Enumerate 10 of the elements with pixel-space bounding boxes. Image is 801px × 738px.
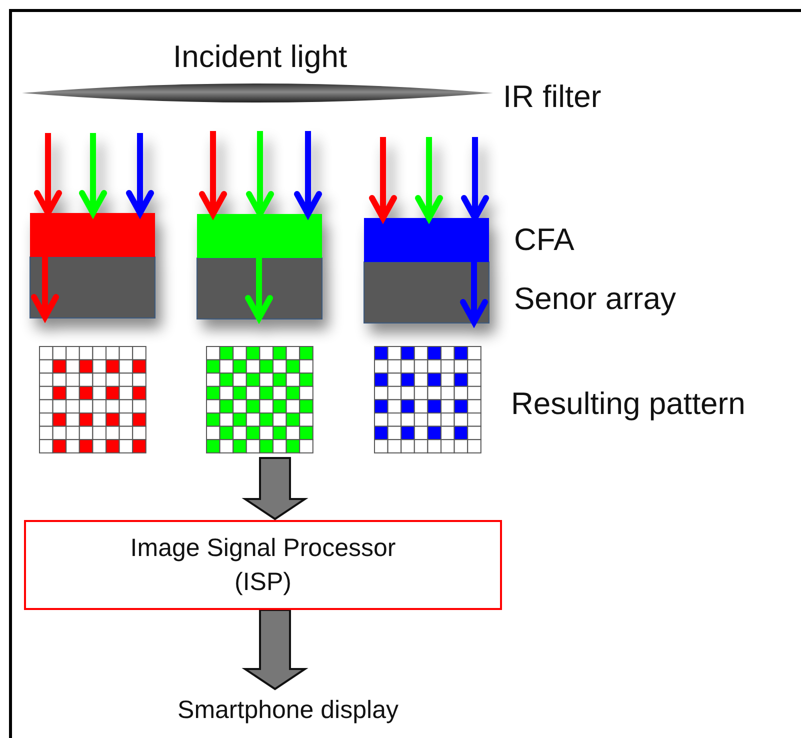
output-label: Smartphone display (178, 695, 398, 726)
part-label: Senor array (514, 281, 676, 317)
part-label: CFA (514, 222, 574, 258)
block-arrow (242, 457, 308, 520)
title-label: Incident light (173, 39, 348, 75)
part-label: IR filter (503, 79, 602, 115)
process-box (24, 520, 502, 610)
box-text: Image Signal Processor (ISP) (129, 533, 397, 598)
part-label: Resulting pattern (511, 386, 746, 422)
block-arrow (242, 609, 308, 690)
